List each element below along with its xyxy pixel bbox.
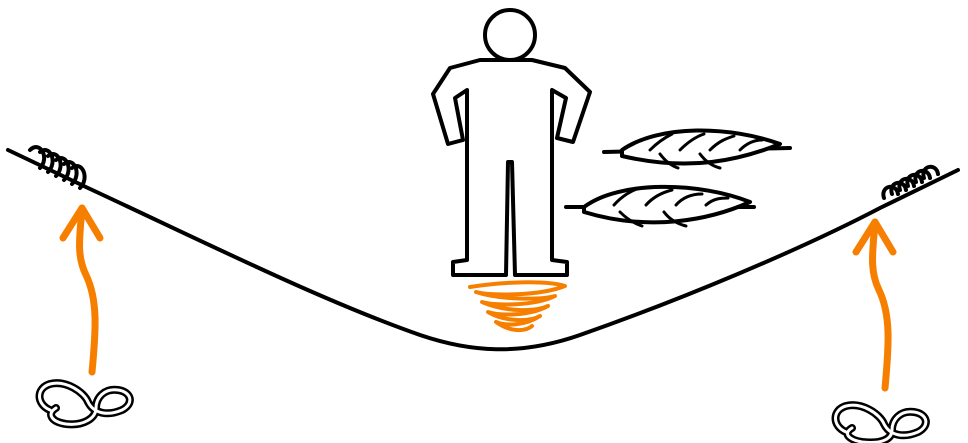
right-upward-arrow (856, 222, 893, 388)
left-hook-loop (40, 383, 130, 424)
feather-top (604, 130, 790, 168)
person-head (485, 10, 535, 60)
spring-under-feet (470, 282, 565, 330)
right-hook-loop (836, 405, 926, 442)
left-upward-arrow (63, 208, 100, 372)
feather-bottom (566, 187, 754, 226)
person-body (433, 60, 590, 275)
person-figure (433, 10, 590, 275)
